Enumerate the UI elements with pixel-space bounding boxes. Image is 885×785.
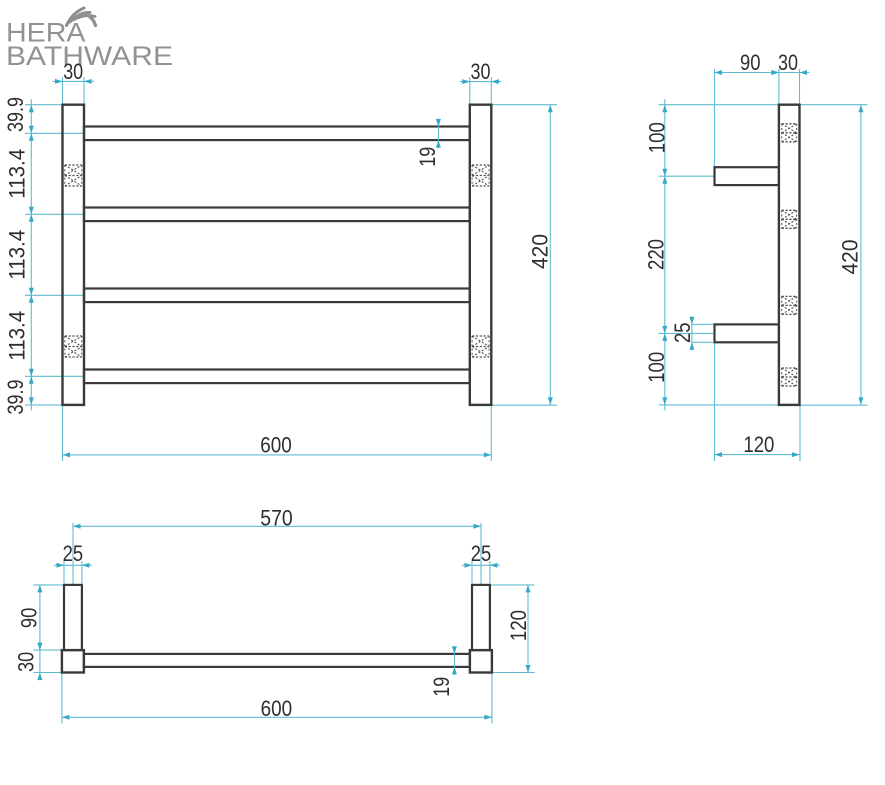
svg-text:25: 25 — [63, 541, 84, 566]
svg-text:30: 30 — [471, 59, 491, 84]
svg-text:420: 420 — [528, 234, 553, 269]
svg-text:90: 90 — [740, 50, 761, 75]
svg-text:25: 25 — [670, 322, 695, 343]
svg-text:220: 220 — [644, 239, 669, 270]
svg-text:100: 100 — [644, 352, 669, 383]
svg-text:39.9: 39.9 — [3, 380, 28, 415]
svg-text:30: 30 — [63, 59, 83, 84]
svg-text:30: 30 — [13, 652, 38, 672]
svg-text:39.9: 39.9 — [3, 97, 28, 132]
svg-text:113.4: 113.4 — [4, 311, 29, 361]
svg-text:113.4: 113.4 — [4, 149, 29, 199]
svg-text:25: 25 — [471, 541, 492, 566]
svg-text:420: 420 — [837, 240, 862, 275]
svg-text:BATHWARE: BATHWARE — [6, 41, 173, 71]
svg-text:19: 19 — [429, 677, 454, 697]
svg-text:120: 120 — [506, 610, 531, 641]
svg-text:600: 600 — [261, 696, 293, 721]
svg-text:90: 90 — [16, 608, 41, 629]
svg-text:19: 19 — [415, 147, 440, 167]
svg-text:570: 570 — [260, 506, 293, 531]
svg-text:HERA: HERA — [6, 17, 86, 47]
svg-text:30: 30 — [778, 50, 798, 75]
svg-text:120: 120 — [743, 432, 774, 457]
svg-text:600: 600 — [260, 433, 292, 458]
svg-text:113.4: 113.4 — [4, 230, 29, 280]
svg-text:100: 100 — [645, 122, 670, 153]
